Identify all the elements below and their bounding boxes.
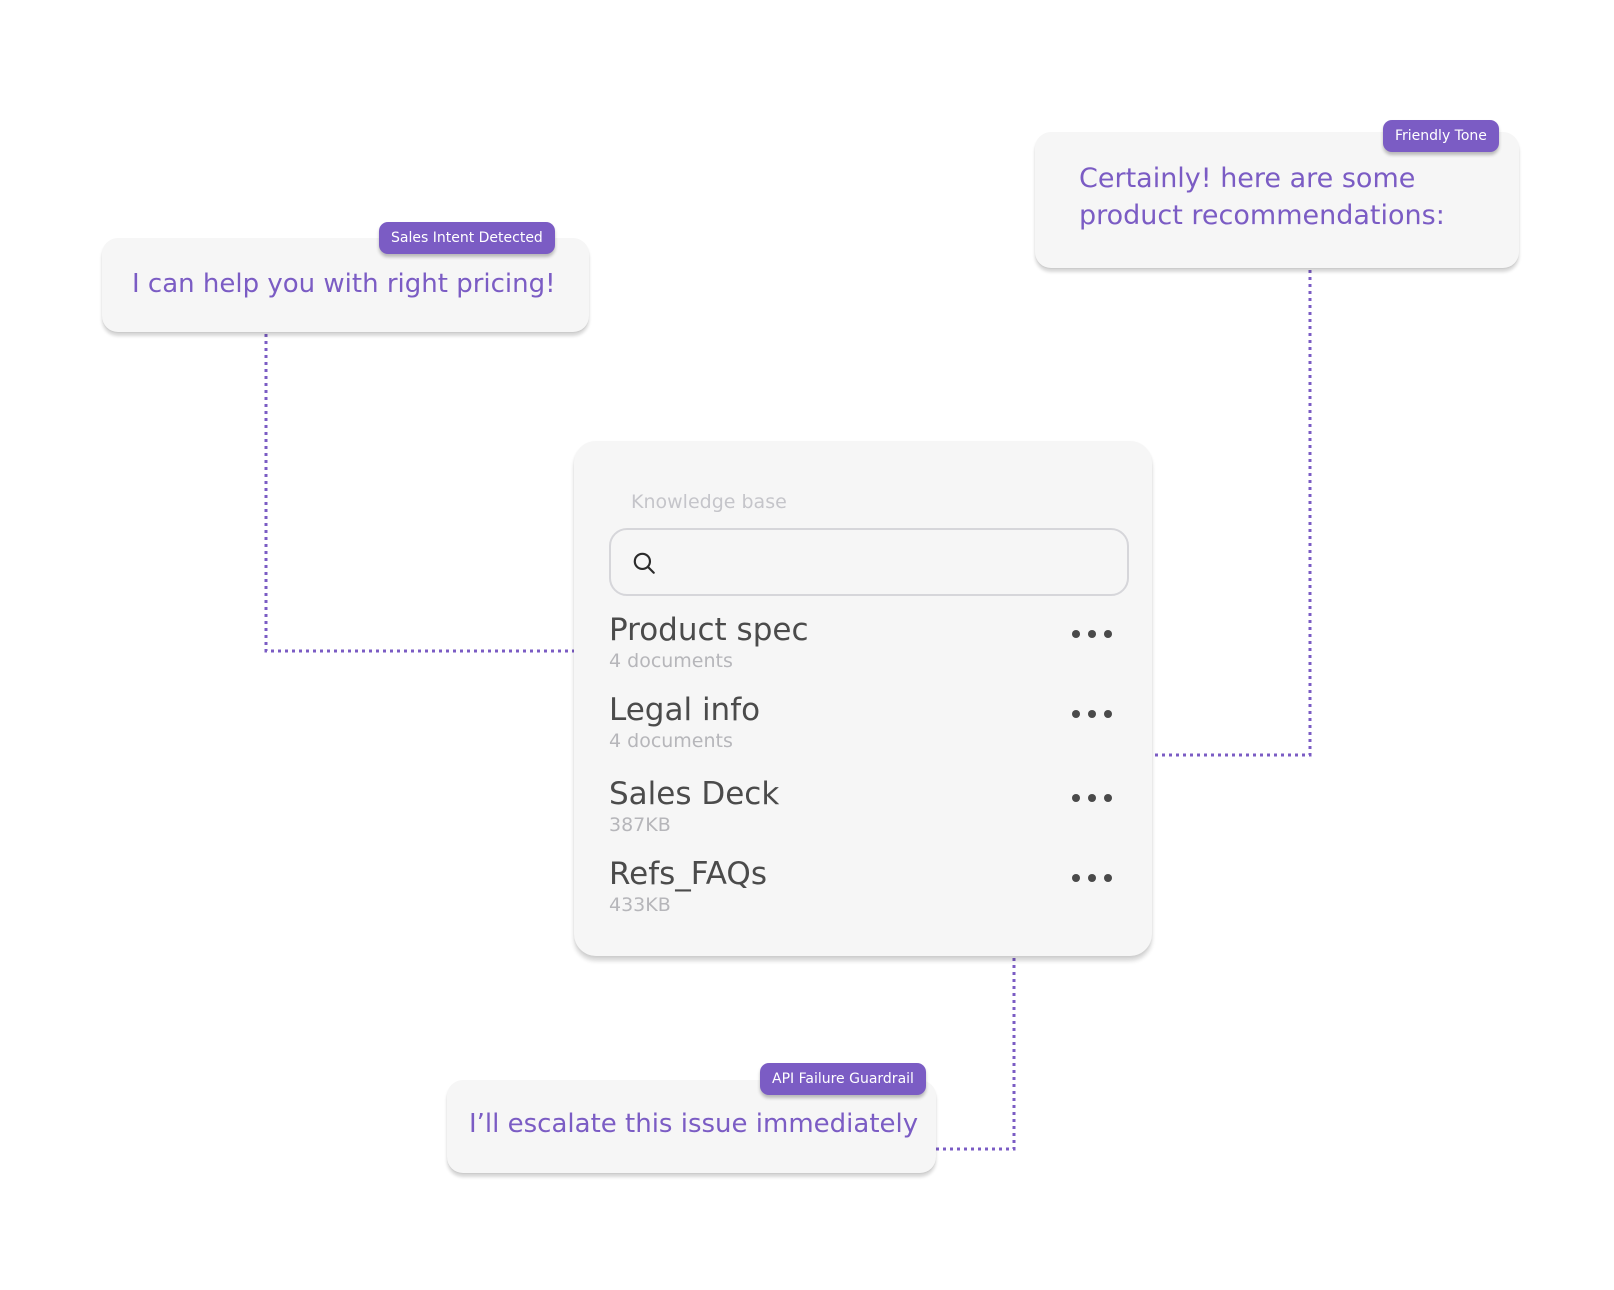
api-failure-callout: I’ll escalate this issue immediately <box>447 1080 936 1173</box>
kb-item-meta: 387KB <box>609 814 671 836</box>
friendly-tone-callout: Certainly! here are some product recomme… <box>1035 132 1519 268</box>
sales-callout-text: I can help you with right pricing! <box>132 269 556 299</box>
api-callout-text: I’ll escalate this issue immediately <box>469 1109 919 1139</box>
kb-item-name: Sales Deck <box>609 776 780 812</box>
more-horizontal-icon[interactable] <box>1072 865 1112 891</box>
kb-item-legal-info[interactable]: Legal info 4 documents <box>609 691 1129 761</box>
api-failure-badge: API Failure Guardrail <box>760 1063 926 1095</box>
more-horizontal-icon[interactable] <box>1072 785 1112 811</box>
connector-panel-to-api <box>936 958 1016 1151</box>
kb-item-name: Product spec <box>609 612 809 648</box>
knowledge-base-panel: Knowledge base Product spec 4 documents … <box>574 441 1152 956</box>
friendly-callout-text: Certainly! here are some product recomme… <box>1079 160 1445 234</box>
more-horizontal-icon[interactable] <box>1072 701 1112 727</box>
more-horizontal-icon[interactable] <box>1072 621 1112 647</box>
friendly-callout-line-2: product recommendations: <box>1079 200 1445 231</box>
friendly-callout-line-1: Certainly! here are some <box>1079 163 1416 194</box>
kb-item-meta: 4 documents <box>609 650 733 672</box>
kb-item-meta: 433KB <box>609 894 671 916</box>
kb-item-sales-deck[interactable]: Sales Deck 387KB <box>609 775 1129 845</box>
search-box[interactable] <box>609 528 1129 596</box>
kb-item-product-spec[interactable]: Product spec 4 documents <box>609 611 1129 681</box>
kb-item-refs-faqs[interactable]: Refs_FAQs 433KB <box>609 855 1129 925</box>
kb-item-name: Refs_FAQs <box>609 856 767 892</box>
knowledge-base-title: Knowledge base <box>631 491 787 513</box>
kb-item-meta: 4 documents <box>609 730 733 752</box>
connector-friendly-to-panel <box>1152 270 1312 757</box>
search-input[interactable] <box>671 538 1111 586</box>
friendly-tone-badge: Friendly Tone <box>1383 120 1499 152</box>
sales-intent-badge: Sales Intent Detected <box>379 222 555 254</box>
connector-sales-to-panel <box>264 334 574 653</box>
kb-item-name: Legal info <box>609 692 761 728</box>
search-icon <box>633 552 655 574</box>
